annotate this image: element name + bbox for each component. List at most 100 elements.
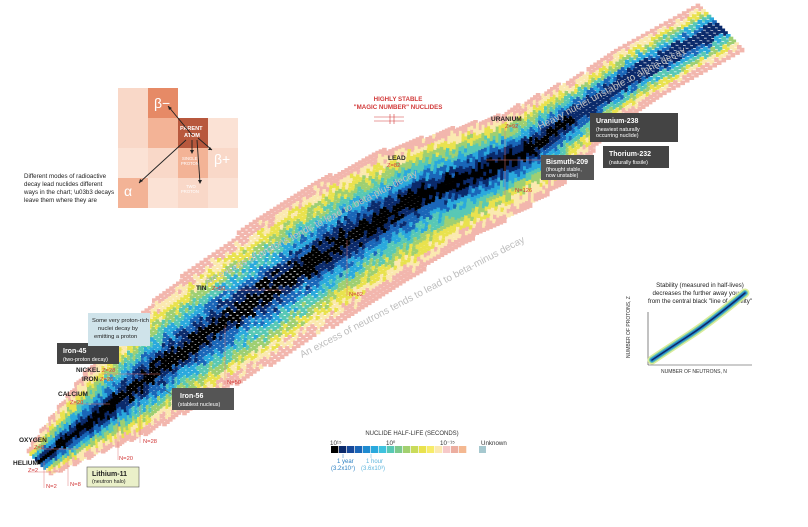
- nuclide-cell: [280, 335, 286, 340]
- nuclide-cell: [211, 252, 217, 257]
- nuclide-cell: [236, 342, 242, 347]
- nuclide-cell: [283, 337, 289, 343]
- nuclide-cell: [520, 170, 525, 176]
- nuclide-cell: [323, 206, 328, 211]
- nuclide-cell: [324, 291, 329, 297]
- nuclide-cell: [160, 388, 165, 394]
- nuclide-cell: [442, 212, 447, 218]
- nuclide-cell: [580, 117, 585, 122]
- nuclide-cell: [419, 237, 425, 243]
- nuclide-cell: [528, 187, 533, 192]
- nuclide-cell: [462, 208, 467, 213]
- nuclide-cell: [444, 215, 450, 221]
- nuclide-cell: [404, 165, 410, 171]
- nuclide-cell: [517, 144, 523, 149]
- nuclide-cell: [642, 94, 647, 99]
- nuclide-cell: [228, 310, 234, 315]
- nuclide-cell: [217, 322, 222, 328]
- nuclide-cell: [354, 231, 359, 237]
- nuclide-cell: [454, 156, 459, 161]
- nuclide-cell: [518, 115, 524, 121]
- nuclide-cell: [596, 106, 602, 111]
- nuclide-cell: [470, 216, 475, 221]
- nuclide-cell: [489, 156, 494, 162]
- nuclide-cell: [335, 207, 341, 213]
- nuclide-cell: [115, 364, 121, 370]
- nuclide-cell: [300, 307, 306, 313]
- nuclide-cell: [495, 154, 500, 159]
- nuclide-cell: [373, 229, 379, 234]
- nuclide-cell: [351, 279, 356, 284]
- nuclide-cell: [167, 320, 173, 325]
- nuclide-cell: [245, 313, 250, 318]
- nuclide-cell: [453, 132, 458, 138]
- nuclide-cell: [272, 313, 277, 318]
- nuclide-cell: [450, 134, 455, 139]
- nuclide-cell: [351, 251, 357, 257]
- nuclide-cell: [505, 193, 510, 198]
- nuclide-cell: [396, 225, 401, 230]
- nuclide-cell: [349, 288, 355, 294]
- nuclide-cell: [120, 380, 126, 385]
- nuclide-cell: [349, 221, 354, 226]
- nuclide-cell: [515, 137, 520, 142]
- nuclide-cell: [423, 209, 429, 215]
- nuclide-cell: [289, 200, 295, 206]
- nuclide-cell: [232, 354, 237, 360]
- nuclide-cell: [541, 113, 546, 118]
- nuclide-cell: [618, 105, 624, 110]
- nuclide-cell: [192, 373, 197, 378]
- nuclide-cell: [527, 109, 532, 114]
- nuclide-cell: [392, 275, 397, 280]
- nuclide-cell: [368, 176, 374, 181]
- nuclide-cell: [291, 332, 297, 337]
- nuclide-cell: [178, 312, 183, 318]
- nuclide-cell: [568, 131, 574, 136]
- nuclide-cell: [254, 315, 260, 321]
- nuclide-cell: [406, 157, 411, 162]
- nuclide-cell: [315, 198, 320, 203]
- nuclide-cell: [72, 457, 77, 462]
- nuclide-cell: [227, 315, 233, 321]
- nuclide-cell: [280, 219, 286, 225]
- nuclide-cell: [264, 304, 269, 310]
- nuclide-cell: [315, 265, 320, 271]
- nuclide-cell: [134, 414, 139, 419]
- nuclide-cell: [274, 219, 280, 224]
- nuclide-cell: [417, 188, 422, 193]
- nuclide-cell: [442, 188, 448, 194]
- nuclide-cell: [293, 307, 299, 313]
- nuclide-cell: [543, 150, 548, 156]
- nuclide-cell: [356, 212, 362, 218]
- nuclide-cell: [213, 307, 218, 312]
- nuclide-cell: [161, 348, 166, 353]
- nuclide-cell: [347, 170, 352, 176]
- nuclide-cell: [477, 193, 482, 199]
- nuclide-cell: [260, 348, 266, 354]
- nuclide-cell: [170, 327, 175, 333]
- nuclide-cell: [470, 196, 475, 202]
- nuclide-cell: [96, 380, 101, 385]
- nuclide-cell: [194, 329, 200, 334]
- nuclide-cell: [445, 191, 451, 197]
- nuclide-cell: [191, 308, 196, 313]
- nuclide-cell: [446, 147, 451, 153]
- nuclide-cell: [243, 230, 249, 235]
- nuclide-cell: [297, 231, 303, 237]
- nuclide-cell: [187, 315, 192, 321]
- nuclide-cell: [180, 367, 186, 373]
- nuclide-cell: [517, 176, 522, 181]
- nuclide-cell: [198, 327, 203, 332]
- nuclide-cell: [450, 242, 456, 247]
- nuclide-cell: [511, 170, 517, 176]
- nuclide-cell: [192, 321, 198, 327]
- nuclide-cell: [409, 175, 415, 180]
- nuclide-cell: [524, 121, 529, 126]
- nuclide-cell: [576, 149, 582, 154]
- nuclide-cell: [440, 247, 445, 253]
- nuclide-cell: [255, 269, 260, 274]
- nuclide-cell: [475, 134, 481, 140]
- nuclide-cell: [396, 157, 402, 162]
- nuclide-cell: [392, 210, 397, 215]
- nuclide-cell: [126, 365, 132, 371]
